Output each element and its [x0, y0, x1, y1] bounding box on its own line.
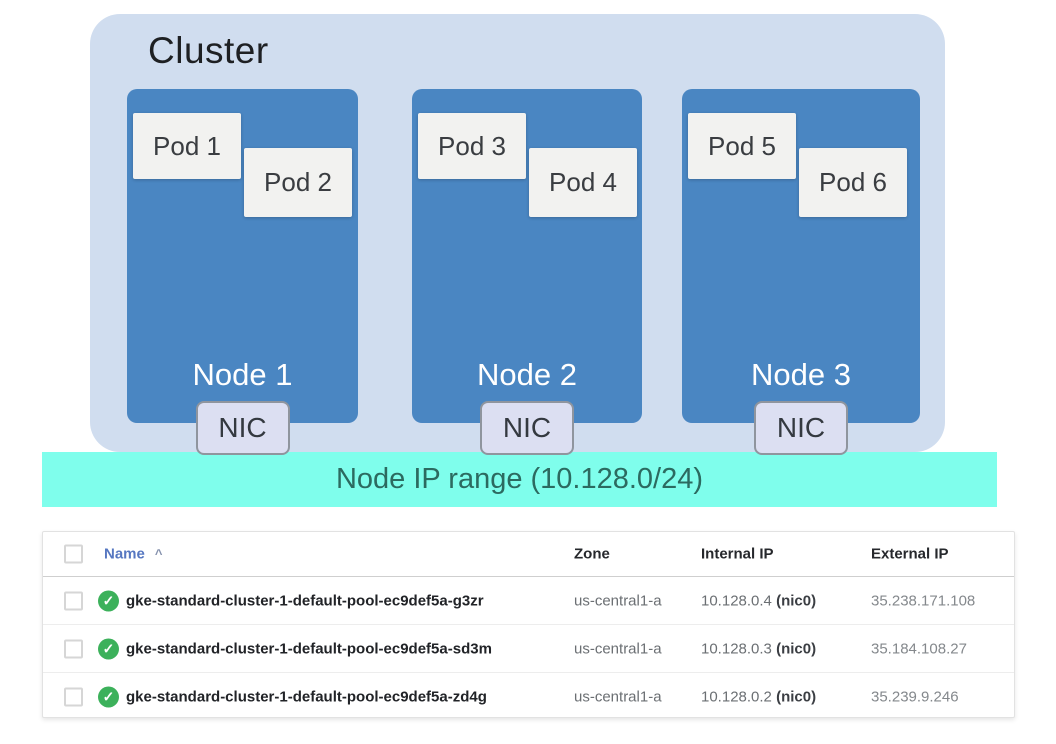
- select-row-checkbox[interactable]: [64, 639, 83, 658]
- internal-ip-value: 10.128.0.4 (nic0): [701, 592, 816, 609]
- column-header-name-label: Name: [104, 545, 145, 563]
- sort-ascending-icon: ^: [154, 546, 163, 562]
- column-header-name[interactable]: Name ^: [104, 546, 162, 563]
- pod-6: Pod 6: [799, 148, 907, 217]
- check-circle-icon: ✓: [98, 590, 119, 611]
- zone-value: us-central1-a: [574, 688, 662, 705]
- internal-ip-value: 10.128.0.3 (nic0): [701, 640, 816, 657]
- select-row-checkbox[interactable]: [64, 591, 83, 610]
- node-2-label: Node 2: [477, 357, 577, 392]
- cluster-title: Cluster: [148, 30, 269, 71]
- node-3: Pod 5 Pod 6 Node 3 NIC: [682, 89, 920, 455]
- zone-value: us-central1-a: [574, 592, 662, 609]
- node-ip-range-banner: Node IP range (10.128.0/24): [42, 452, 997, 507]
- external-ip-value: 35.238.171.108: [871, 592, 976, 609]
- select-all-checkbox[interactable]: [64, 544, 83, 564]
- internal-ip-text: 10.128.0.2: [701, 688, 772, 705]
- node-2: Pod 3 Pod 4 Node 2 NIC: [412, 89, 642, 455]
- pod-2: Pod 2: [244, 148, 352, 217]
- cluster-container: Cluster Pod 1 Pod 2 Node 1 NIC Pod 3 Pod…: [90, 14, 945, 455]
- zone-value: us-central1-a: [574, 640, 662, 657]
- pod-4: Pod 4: [529, 148, 637, 217]
- node-1: Pod 1 Pod 2 Node 1 NIC: [127, 89, 358, 455]
- check-circle-icon: ✓: [98, 638, 119, 659]
- table-header-row: Name ^ Zone Internal IP External IP: [43, 532, 1014, 577]
- pod-5: Pod 5: [688, 113, 796, 179]
- vm-instances-table: Name ^ Zone Internal IP External IP ✓ gk…: [42, 531, 1015, 718]
- node-1-label: Node 1: [192, 357, 293, 392]
- column-header-zone[interactable]: Zone: [574, 545, 610, 563]
- table-row: ✓ gke-standard-cluster-1-default-pool-ec…: [43, 625, 1014, 673]
- external-ip-value: 35.184.108.27: [871, 640, 967, 657]
- nic-label: (nic0): [776, 640, 817, 657]
- vm-name-link[interactable]: gke-standard-cluster-1-default-pool-ec9d…: [126, 640, 492, 657]
- nic-label: (nic0): [776, 592, 817, 609]
- node-3-nic-badge: NIC: [754, 401, 848, 455]
- internal-ip-text: 10.128.0.4: [701, 592, 772, 609]
- column-header-external-ip[interactable]: External IP: [871, 545, 949, 563]
- table-row: ✓ gke-standard-cluster-1-default-pool-ec…: [43, 577, 1014, 625]
- check-circle-icon: ✓: [98, 686, 119, 707]
- external-ip-value: 35.239.9.246: [871, 688, 959, 705]
- node-3-label: Node 3: [751, 357, 851, 392]
- node-2-nic-badge: NIC: [480, 401, 574, 455]
- table-row: ✓ gke-standard-cluster-1-default-pool-ec…: [43, 673, 1014, 720]
- pod-3: Pod 3: [418, 113, 526, 179]
- internal-ip-value: 10.128.0.2 (nic0): [701, 688, 816, 705]
- node-1-nic-badge: NIC: [195, 401, 290, 455]
- nic-label: (nic0): [776, 688, 817, 705]
- vm-name-link[interactable]: gke-standard-cluster-1-default-pool-ec9d…: [126, 688, 487, 705]
- internal-ip-text: 10.128.0.3: [701, 640, 772, 657]
- vm-name-link[interactable]: gke-standard-cluster-1-default-pool-ec9d…: [126, 592, 484, 609]
- select-row-checkbox[interactable]: [64, 687, 83, 706]
- pod-1: Pod 1: [133, 113, 241, 179]
- column-header-internal-ip[interactable]: Internal IP: [701, 545, 774, 563]
